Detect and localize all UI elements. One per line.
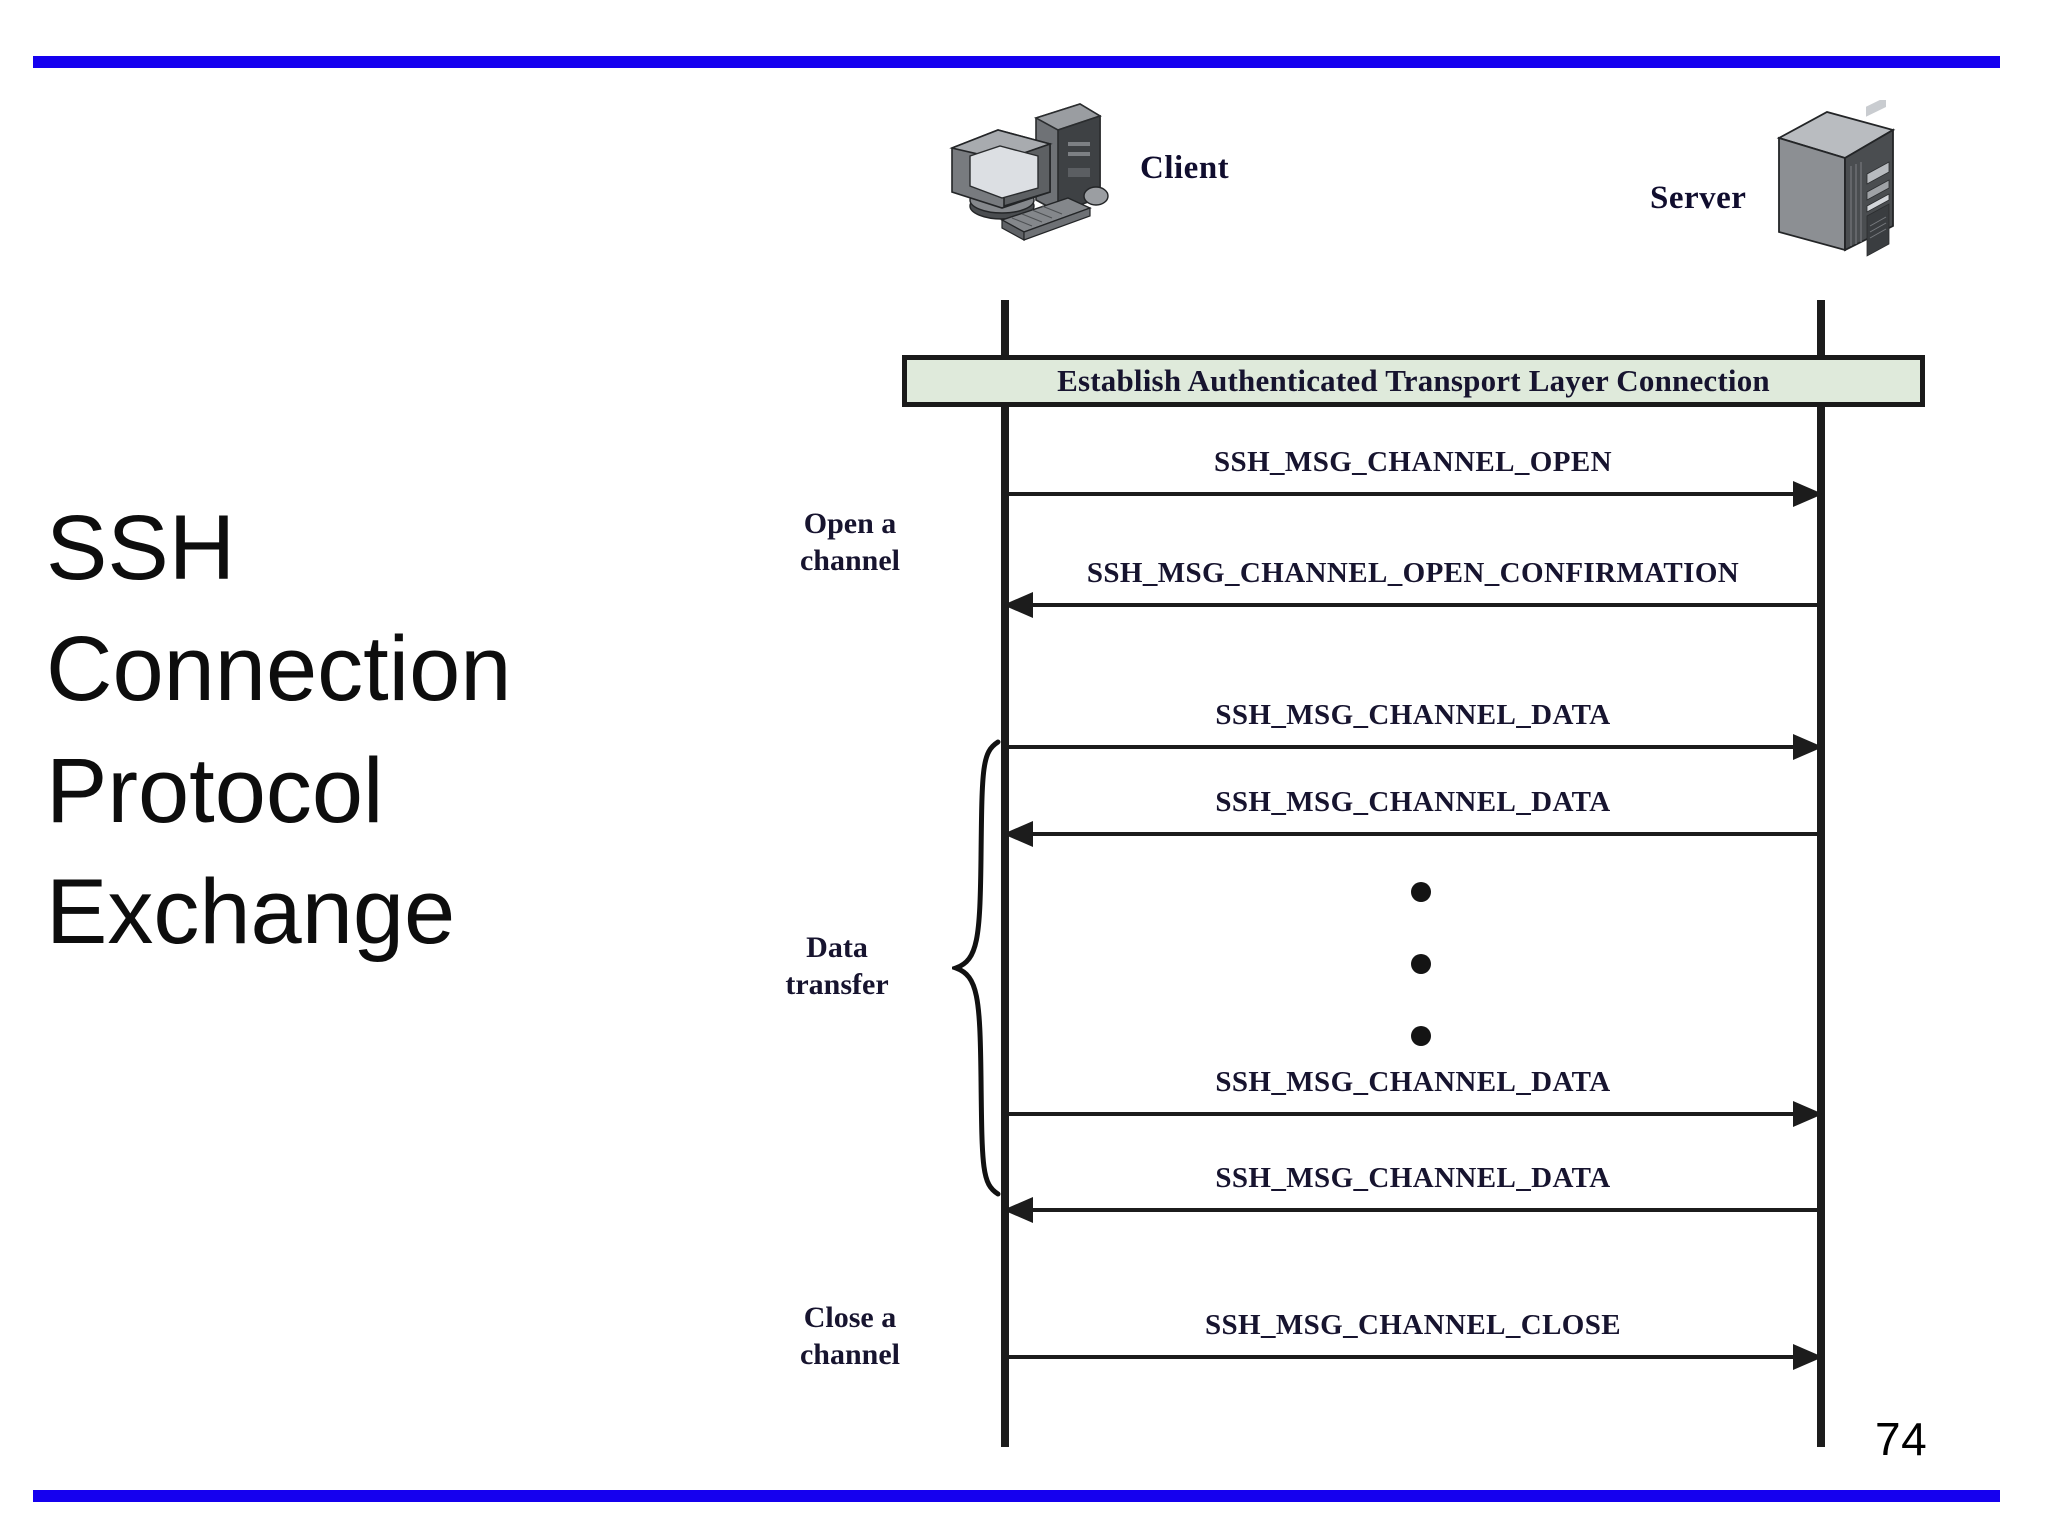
server-lifeline [1817,300,1825,1447]
message-label-7: SSH_MSG_CHANNEL_CLOSE [1204,1309,1622,1341]
message-arrow-2: SSH_MSG_CHANNEL_OPEN_CONFIRMATION [1003,557,1821,618]
message-line-7 [1005,1355,1821,1359]
arrowhead-right-icon [1793,734,1823,760]
arrowhead-right-icon [1793,481,1823,507]
message-label-1: SSH_MSG_CHANNEL_OPEN [1214,446,1612,478]
arrowhead-right-icon [1793,1344,1823,1370]
message-line-3 [1005,745,1821,749]
bottom-accent-rule [33,1490,2000,1502]
phase-label-close-a-channel: Close a channel [799,1301,901,1371]
message-label-5: SSH_MSG_CHANNEL_DATA [1215,1066,1611,1098]
ellipsis-dot-icon [1411,1026,1431,1046]
top-accent-rule [33,56,2000,68]
arrowhead-left-icon [1003,821,1033,847]
establish-banner-label: Establish Authenticated Transport Layer … [1057,363,1770,398]
message-label-4: SSH_MSG_CHANNEL_DATA [1215,786,1611,818]
phase-label-open-a-channel: Open a channel [799,507,901,577]
message-line-4 [1005,832,1821,836]
page-title: SSH Connection Protocol Exchange [46,497,512,964]
arrowhead-left-icon [1003,592,1033,618]
page-number: 74 [1875,1413,1928,1465]
client-lifeline [1001,300,1009,1447]
server-actor-label: Server [1650,180,1747,216]
message-line-6 [1005,1208,1821,1212]
message-arrow-7: SSH_MSG_CHANNEL_CLOSE [1005,1309,1823,1370]
message-label-6: SSH_MSG_CHANNEL_DATA [1215,1162,1611,1194]
data-transfer-brace-icon [948,738,1002,1198]
message-arrow-5: SSH_MSG_CHANNEL_DATA [1005,1066,1823,1127]
arrowhead-left-icon [1003,1197,1033,1223]
message-arrow-4: SSH_MSG_CHANNEL_DATA [1003,786,1821,847]
message-label-3: SSH_MSG_CHANNEL_DATA [1215,699,1611,731]
message-line-2 [1005,603,1821,607]
desktop-computer-icon [940,100,1140,255]
server-tower-icon [1765,96,1915,265]
message-line-1 [1005,492,1821,496]
phase-label-data-transfer: Data transfer [785,931,889,1001]
message-arrow-6: SSH_MSG_CHANNEL_DATA [1003,1162,1821,1223]
message-arrow-3: SSH_MSG_CHANNEL_DATA [1005,699,1823,760]
arrowhead-right-icon [1793,1101,1823,1127]
client-actor-label: Client [1140,150,1230,186]
message-arrow-1: SSH_MSG_CHANNEL_OPEN [1005,446,1823,507]
message-line-5 [1005,1112,1821,1116]
establish-transport-connection-banner: Establish Authenticated Transport Layer … [902,355,1925,407]
ellipsis-dot-icon [1411,954,1431,974]
ellipsis-dot-icon [1411,882,1431,902]
message-label-2: SSH_MSG_CHANNEL_OPEN_CONFIRMATION [1086,557,1740,589]
